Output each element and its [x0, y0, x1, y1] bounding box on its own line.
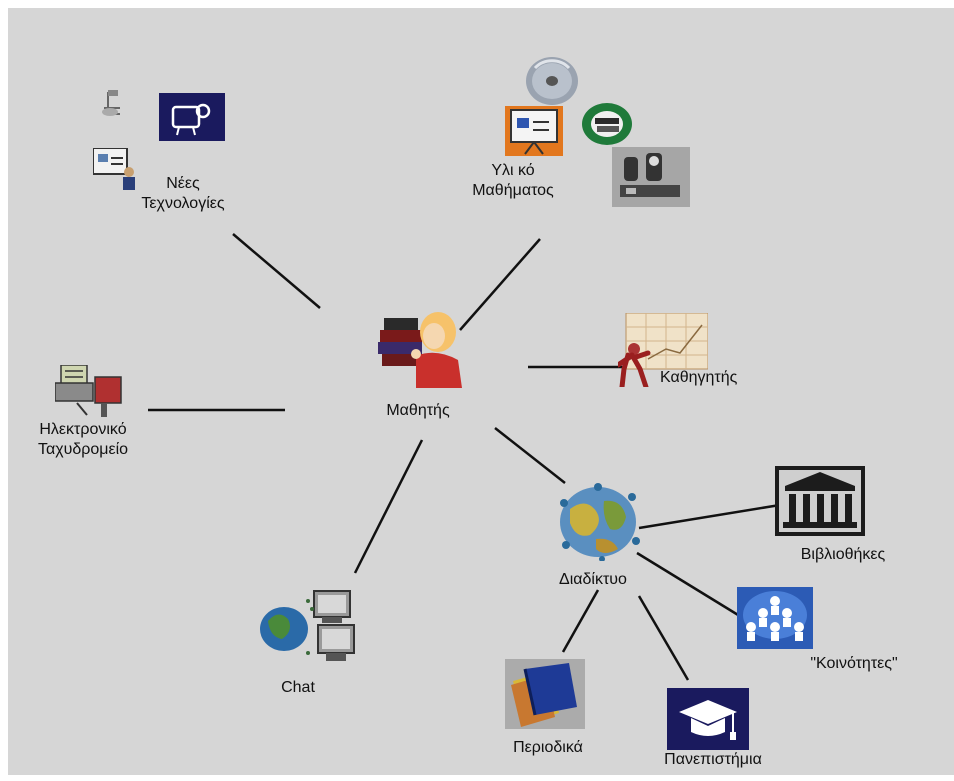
mail-icon — [55, 365, 122, 417]
connector-material — [459, 238, 541, 331]
libraries-label: Βιβλιοθήκες — [800, 546, 886, 563]
teacher-chart-icon — [618, 313, 708, 387]
globe-network-icon — [560, 483, 640, 561]
slide-projector-icon — [505, 106, 563, 156]
journals-label: Περιοδικά — [513, 739, 583, 756]
new-tech-line1: Νέες — [166, 175, 200, 192]
connector-lines — [148, 233, 781, 681]
new-tech-line2: Τεχνολογίες — [141, 195, 225, 212]
email-label: Ηλεκτρονικό Ταχυδρομείο — [8, 420, 158, 460]
teacher-label: Καθηγητής — [660, 369, 738, 386]
connector-chat — [353, 439, 424, 574]
books-globe-icon — [582, 103, 632, 145]
communities-label: "Κοινότητες" — [810, 655, 898, 672]
connector-communities — [636, 551, 744, 620]
connector-libraries — [638, 503, 781, 530]
connector-universities — [637, 595, 690, 681]
center-label: Μαθητής — [386, 402, 450, 419]
email-line2: Ταχυδρομείο — [37, 441, 129, 458]
journals-icon — [505, 659, 585, 729]
cd-icon — [526, 57, 578, 105]
universities-label: Πανεπιστήμια — [664, 751, 762, 768]
library-building-icon — [775, 466, 865, 536]
email-line1: Ηλεκτρονικό — [39, 421, 127, 438]
material-label: Υλι κό Μαθήματος — [453, 161, 573, 201]
internet-label: Διαδίκτυο — [559, 571, 627, 588]
presenter-icon — [102, 90, 120, 116]
projector-icon — [93, 148, 135, 190]
diagram-canvas: Νέες Τεχνολογίες Υλι κό Μαθήματος — [8, 8, 954, 775]
chat-label: Chat — [281, 679, 315, 696]
material-line2: Μαθήματος — [472, 182, 554, 199]
community-icon — [737, 587, 813, 649]
graduation-cap-icon — [667, 688, 749, 750]
chat-globe-icon — [260, 590, 355, 661]
video-camera-icon — [159, 93, 225, 141]
connector-internet — [494, 427, 566, 484]
material-line1: Υλι κό — [491, 162, 535, 179]
student-icon — [378, 312, 462, 388]
connector-new-tech — [232, 233, 321, 309]
connector-journals — [561, 589, 600, 653]
projector-equipment-icon — [612, 147, 690, 207]
new-tech-label: Νέες Τεχνολογίες — [118, 174, 248, 214]
